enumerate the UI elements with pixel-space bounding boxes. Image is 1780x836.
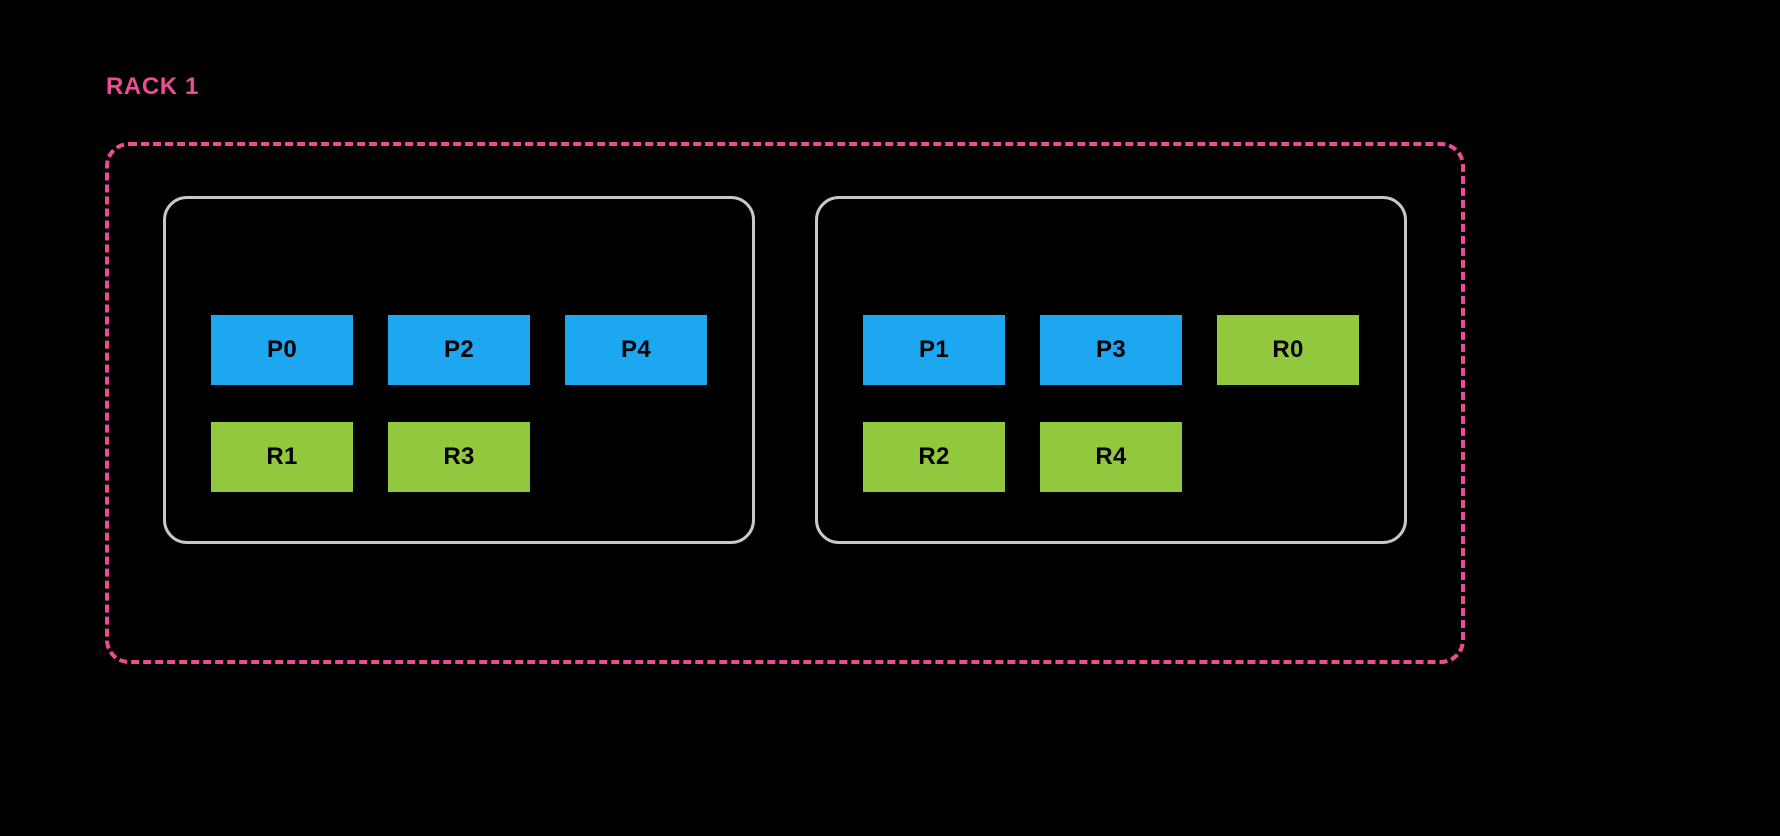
unit-p1[interactable]: P1 [863,315,1005,385]
node-2-replica-row: R2 R4 [863,422,1404,492]
node-1-units: P0 P2 P4 R1 R3 [211,315,752,541]
unit-r0[interactable]: R0 [1217,315,1359,385]
node-2-units: P1 P3 R0 R2 R4 [863,315,1404,541]
rack-label: RACK 1 [106,73,199,100]
unit-r4[interactable]: R4 [1040,422,1182,492]
node-container-1: P0 P2 P4 R1 R3 [163,196,755,544]
unit-r3[interactable]: R3 [388,422,530,492]
unit-r3-label: R3 [443,443,475,470]
rack-boundary [105,142,1465,664]
unit-p2-label: P2 [444,336,474,363]
unit-r1-label: R1 [266,443,298,470]
unit-p1-label: P1 [919,336,949,363]
unit-r4-label: R4 [1095,443,1127,470]
unit-p3-label: P3 [1096,336,1126,363]
node-1-primary-row: P0 P2 P4 [211,315,752,385]
unit-r0-label: R0 [1272,336,1304,363]
node-2-primary-row: P1 P3 R0 [863,315,1404,385]
node-1-replica-row: R1 R3 [211,422,752,492]
unit-p4[interactable]: P4 [565,315,707,385]
unit-r1[interactable]: R1 [211,422,353,492]
unit-p3[interactable]: P3 [1040,315,1182,385]
unit-r2-label: R2 [918,443,950,470]
unit-p2[interactable]: P2 [388,315,530,385]
unit-r2[interactable]: R2 [863,422,1005,492]
node-container-2: P1 P3 R0 R2 R4 [815,196,1407,544]
unit-p0-label: P0 [267,336,297,363]
unit-p4-label: P4 [621,336,651,363]
unit-p0[interactable]: P0 [211,315,353,385]
